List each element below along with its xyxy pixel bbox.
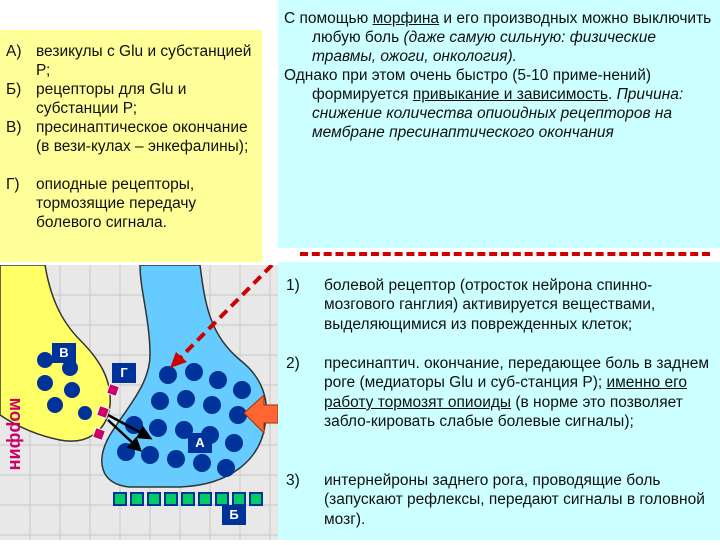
red-arrow-head [170, 352, 187, 368]
label-g: Г [112, 363, 136, 383]
numbered-list-box: 1) болевой рецептор (отросток нейрона сп… [278, 262, 720, 540]
label-v: В [52, 343, 76, 363]
label-a: А [188, 433, 212, 453]
morphine-term: морфина [372, 10, 440, 27]
morphine-info-box: С помощью морфина и его производных можн… [278, 0, 720, 248]
list-item-1: 1) болевой рецептор (отросток нейрона сп… [286, 277, 656, 333]
legend-item-g: Г)опиодные рецепторы, тормозящие передач… [6, 176, 197, 231]
inhibition-arrows [107, 413, 153, 452]
synapse-svg [0, 263, 279, 540]
legend-box: А)везикулы с Glu и субстанцией Р; Б)реце… [0, 30, 262, 262]
legend-item-v: В)пресинаптическое окончание (в вези-кул… [6, 119, 249, 155]
dashed-divider [300, 252, 710, 256]
legend-item-b: Б)рецепторы для Glu и субстанции Р; [6, 81, 187, 117]
red-dashed-arrow [176, 263, 274, 362]
list-item-2: 2) пресинаптич. окончание, передающее бо… [286, 355, 710, 431]
morphine-paragraph-2: Однако при этом очень быстро (5-10 приме… [284, 67, 684, 141]
presynaptic-vesicles [37, 352, 92, 420]
legend-item-a: А)везикулы с Glu и субстанцией Р; [6, 43, 252, 79]
opioid-receptors [91, 382, 121, 442]
label-b: Б [222, 505, 246, 525]
opioid-target-text: именно его работу тормозят опиоиды [324, 374, 688, 411]
morphine-vertical-label: морфин [6, 397, 26, 471]
morphine-paragraph-1: С помощью морфина и его производных можн… [284, 10, 712, 65]
glutamate-receptors [113, 492, 263, 506]
list-item-3: 3) интернейроны заднего рога, проводящие… [286, 472, 705, 528]
synapse-diagram: В Г А Б морфин [0, 263, 279, 540]
morphine-text: С помощью морфина и его производных можн… [284, 9, 714, 142]
addiction-term: привыкание и зависимость [412, 86, 608, 103]
